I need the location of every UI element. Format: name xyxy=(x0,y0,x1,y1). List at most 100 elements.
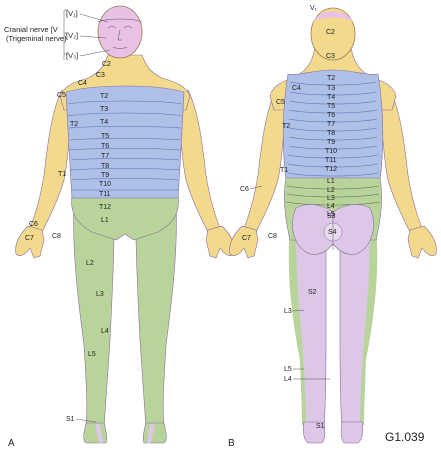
label-b-c3: C3 xyxy=(326,53,335,60)
label-a-l1: L1 xyxy=(101,217,109,224)
label-cranial-nerve: Cranial nerve [V xyxy=(4,25,58,34)
anterior-face-features xyxy=(97,18,143,49)
label-b-l4-leg: L4 xyxy=(284,376,292,383)
label-b-t12: T12 xyxy=(325,166,337,173)
label-v2-bracket: [V₂] xyxy=(66,31,78,40)
posterior-body xyxy=(229,7,437,444)
label-b-t7: T7 xyxy=(327,121,335,128)
posterior-labels: V₁ C2 C3 C4 C5 T2 T1 T2 T3 T4 T5 T6 T7 T… xyxy=(228,5,337,449)
label-b-l2: L2 xyxy=(327,187,335,194)
b-l3-leader xyxy=(292,309,305,312)
anterior-right-leg xyxy=(135,204,177,429)
anterior-left-leg xyxy=(73,204,115,429)
posterior-back xyxy=(282,69,384,181)
label-b-s2: S2 xyxy=(308,289,317,296)
label-b-s1: S1 xyxy=(316,423,325,430)
panel-a-caption: A xyxy=(8,438,15,449)
label-a-t11: T11 xyxy=(99,191,111,198)
label-b-t5: T5 xyxy=(327,103,335,110)
label-a-t3: T3 xyxy=(100,106,108,113)
anterior-pelvis xyxy=(71,194,179,241)
posterior-left-hand xyxy=(229,225,259,259)
label-b-c7: C7 xyxy=(242,235,251,242)
label-a-t10: T10 xyxy=(99,181,111,188)
label-trigeminal-nerve: (Trigeminal nerve) xyxy=(6,34,67,43)
label-a-c2: C2 xyxy=(102,61,111,68)
anterior-left-arm xyxy=(29,89,73,233)
label-b-s4: S4 xyxy=(328,229,337,236)
label-b-t3: T3 xyxy=(327,85,335,92)
label-a-l2: L2 xyxy=(86,260,94,267)
label-a-t12: T12 xyxy=(99,204,111,211)
label-b-t9: T9 xyxy=(327,139,335,146)
label-v3-bracket: [V₃] xyxy=(66,51,78,60)
label-b-c4: C4 xyxy=(292,85,301,92)
label-a-c7: C7 xyxy=(25,235,34,242)
label-a-l5: L5 xyxy=(88,351,96,358)
posterior-head xyxy=(310,7,356,61)
label-a-t9: T9 xyxy=(101,172,109,179)
label-b-c5: C5 xyxy=(276,99,285,106)
posterior-left-foot xyxy=(302,421,326,444)
panel-b-caption: B xyxy=(228,438,235,449)
label-b-l5-leg: L5 xyxy=(284,366,292,373)
posterior-left-arm xyxy=(243,89,287,233)
a-s1-leader xyxy=(75,418,97,423)
label-b-l4: L4 xyxy=(327,203,335,210)
label-b-c2: C2 xyxy=(326,29,335,36)
label-a-l4: L4 xyxy=(101,328,109,335)
b-c6-leader xyxy=(249,185,263,190)
label-v1-bracket: [V₁] xyxy=(66,9,78,18)
label-a-t8: T8 xyxy=(101,163,109,170)
label-a-t5: T5 xyxy=(101,133,109,140)
label-b-c6: C6 xyxy=(240,186,249,193)
anterior-head xyxy=(97,5,143,59)
label-b-t4: T4 xyxy=(327,94,335,101)
posterior-right-hand xyxy=(407,225,437,259)
label-b-t10: T10 xyxy=(325,148,337,155)
label-b-s3: S3 xyxy=(327,213,336,220)
anterior-s1-foot-strip xyxy=(95,424,155,443)
label-a-t6: T6 xyxy=(101,143,109,150)
anterior-right-arm xyxy=(177,89,221,233)
anterior-left-foot xyxy=(83,422,108,444)
label-b-t1: T1 xyxy=(280,167,288,174)
label-a-c3: C3 xyxy=(96,72,105,79)
posterior-right-foot xyxy=(340,421,364,444)
label-a-t7: T7 xyxy=(101,153,109,160)
cranial-bracket-lines xyxy=(63,9,111,60)
label-b-c8: C8 xyxy=(268,233,277,240)
posterior-crown-v1 xyxy=(313,11,353,22)
posterior-lumbar-bands xyxy=(285,185,381,206)
label-b-l5: L5 xyxy=(327,211,335,218)
label-a-c6: C6 xyxy=(29,221,38,228)
label-a-s1: S1 xyxy=(66,416,75,423)
label-b-l3: L3 xyxy=(327,195,335,202)
label-a-c5: C5 xyxy=(57,92,66,99)
anterior-left-hand xyxy=(15,225,45,259)
label-b-l3-leg: L3 xyxy=(284,308,292,315)
label-b-t11: T11 xyxy=(325,157,337,164)
posterior-thoracic-bands xyxy=(287,81,379,177)
label-b-t2: T2 xyxy=(327,75,335,82)
label-a-t4: T4 xyxy=(100,119,108,126)
figure-id: G1.039 xyxy=(385,430,425,444)
label-b-v1: V₁ xyxy=(310,5,318,12)
label-a-t1: T1 xyxy=(58,171,66,178)
anterior-body xyxy=(15,5,235,444)
anterior-labels: [V₁] [V₂] [V₃] Cranial nerve [V (Trigemi… xyxy=(4,9,111,449)
label-b-t8: T8 xyxy=(327,130,335,137)
anterior-torso xyxy=(65,85,185,199)
anterior-thoracic-bands xyxy=(67,100,183,191)
label-b-l1: L1 xyxy=(327,178,335,185)
label-b-t6: T6 xyxy=(327,112,335,119)
anterior-right-foot xyxy=(142,422,167,444)
posterior-right-arm xyxy=(379,89,423,233)
label-a-t2-side: T2 xyxy=(70,121,78,128)
label-a-t2: T2 xyxy=(100,93,108,100)
label-b-t2-side: T2 xyxy=(282,123,290,130)
label-a-c8: C8 xyxy=(52,233,61,240)
label-a-l3: L3 xyxy=(96,291,104,298)
label-a-c4: C4 xyxy=(78,80,87,87)
